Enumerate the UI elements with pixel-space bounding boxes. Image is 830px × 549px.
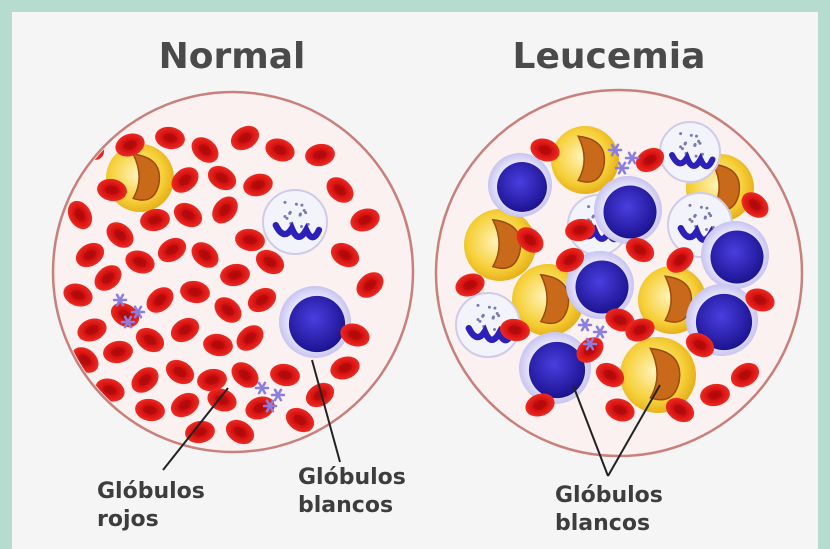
white-cells-label-normal: Glóbulos blancos xyxy=(298,464,406,520)
normal-title: Normal xyxy=(82,36,382,77)
red-cells-label-line2: rojos xyxy=(97,506,205,534)
red-cells-label-line1: Glóbulos xyxy=(97,478,205,506)
neutrophil xyxy=(263,190,327,254)
lymphocyte xyxy=(519,332,591,404)
white-cells-normal-line1: Glóbulos xyxy=(298,464,406,492)
neutrophil xyxy=(660,122,720,182)
lymphocyte xyxy=(594,176,662,244)
leukemia-title: Leucemia xyxy=(459,36,759,77)
monocyte xyxy=(106,144,174,212)
white-cells-label-leukemia: Glóbulos blancos xyxy=(555,482,663,538)
lymphocyte xyxy=(279,286,351,358)
white-cells-leukemia-line1: Glóbulos xyxy=(555,482,663,510)
red-cells-label: Glóbulos rojos xyxy=(97,478,205,534)
lymphocyte xyxy=(488,153,552,217)
white-cells-normal-line2: blancos xyxy=(298,492,406,520)
white-cells-leukemia-line2: blancos xyxy=(555,510,663,538)
lymphocyte xyxy=(701,221,769,289)
